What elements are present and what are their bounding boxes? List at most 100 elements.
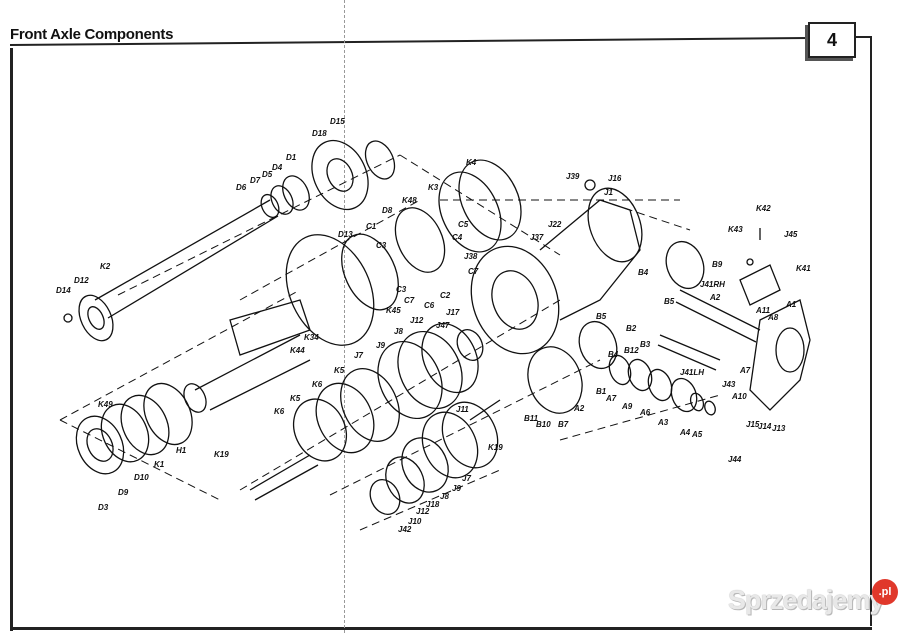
part-label: J41LH [680,368,705,377]
part-label: K44 [290,346,305,355]
part-label: D1 [286,153,297,162]
part-label: B2 [626,324,637,333]
part-label: K41 [796,264,811,273]
part-label: C1 [366,222,377,231]
part-label: D3 [98,503,109,512]
part-label: A2 [710,293,721,302]
part-label: K5 [334,366,345,375]
part-label: C4 [452,233,463,242]
part-label: J10 [408,517,422,526]
part-label: H1 [176,446,187,455]
part-label: J14 [758,422,772,431]
part-label: J12 [410,316,424,325]
part-label: A8 [768,313,779,322]
part-label: A6 [640,408,651,417]
part-label: B5 [596,312,607,321]
part-label: B4 [608,350,619,359]
part-label: D12 [74,276,89,285]
part-label: D14 [56,286,71,295]
part-label: B9 [712,260,723,269]
part-label: A2 [574,404,585,413]
part-label: A5 [692,430,703,439]
axle-housing [183,233,399,413]
part-label: C7 [468,267,479,276]
part-label: K19 [488,443,503,452]
part-label: J38 [464,252,478,261]
bearings-d3-d10 [75,382,193,475]
part-label: A3 [658,418,669,427]
part-label: J39 [566,172,580,181]
part-label: A10 [732,392,747,401]
part-label: K34 [304,333,319,342]
part-label: C7 [404,296,415,305]
part-label: J15 [746,420,760,429]
part-label: A9 [622,402,633,411]
part-label: J9 [452,484,461,493]
part-label: B5 [664,297,675,306]
washers-a-row [608,354,716,416]
part-label: J22 [548,220,562,229]
part-label: J42 [398,525,412,534]
part-label: J9 [376,341,385,350]
part-label: A11 [756,306,771,315]
part-label: K49 [98,400,113,409]
part-label: K45 [386,306,401,315]
part-label: J37 [530,233,544,242]
part-label: J44 [728,455,742,464]
part-label: K5 [290,394,301,403]
part-label: C5 [458,220,469,229]
part-label: J11 [456,405,469,414]
part-label: J41RH [700,280,725,289]
part-label: D9 [118,488,129,497]
steering-knuckle-a1 [739,228,811,411]
part-label: D8 [382,206,393,215]
part-label: J17 [446,308,460,317]
scan-fold-line [344,0,345,633]
part-label: C2 [440,291,451,300]
part-label: K19 [214,450,229,459]
part-label: D10 [134,473,149,482]
part-label: B10 [536,420,551,429]
clutch-packs-j7-j12 [369,399,501,516]
part-label: K2 [100,262,111,271]
part-label: D18 [312,129,327,138]
part-label: B7 [558,420,569,429]
page-title: Front Axle Components [10,26,174,43]
part-label: D7 [250,176,261,185]
part-label: J18 [426,500,440,509]
part-label: K42 [756,204,771,213]
part-label: A4 [680,428,691,437]
part-label: K1 [154,460,165,469]
part-label: J7 [354,351,363,360]
part-label: K43 [728,225,743,234]
clutch-packs-k5-k6 [249,322,484,501]
part-label: D4 [272,163,283,172]
part-label: K3 [428,183,439,192]
frame-corner-stub [854,36,872,38]
clutch-k3-k4 [394,159,522,273]
part-label: D13 [338,230,353,239]
part-label: A1 [786,300,797,309]
exploded-parts-diagram [59,139,811,531]
part-label: J8 [440,492,449,501]
shafts-j41 [657,289,761,371]
part-label: J45 [784,230,798,239]
part-label: C3 [376,241,387,250]
part-label: K6 [274,407,285,416]
part-label: K6 [312,380,323,389]
part-label: C3 [396,285,407,294]
part-label: D5 [262,170,273,179]
frame-bottom-border [10,627,872,630]
part-label: B3 [640,340,651,349]
part-label: J47 [436,321,450,330]
watermark-text: Sprzedajemy [728,585,885,615]
part-label: B4 [638,268,649,277]
part-label: J8 [394,327,403,336]
part-label: J13 [772,424,786,433]
part-label: J1 [604,188,613,197]
part-label: D15 [330,117,345,126]
part-label: J7 [462,474,471,483]
part-label: A7 [740,366,751,375]
page-number: 4 [808,22,856,58]
gears-a2-b1 [527,240,705,414]
